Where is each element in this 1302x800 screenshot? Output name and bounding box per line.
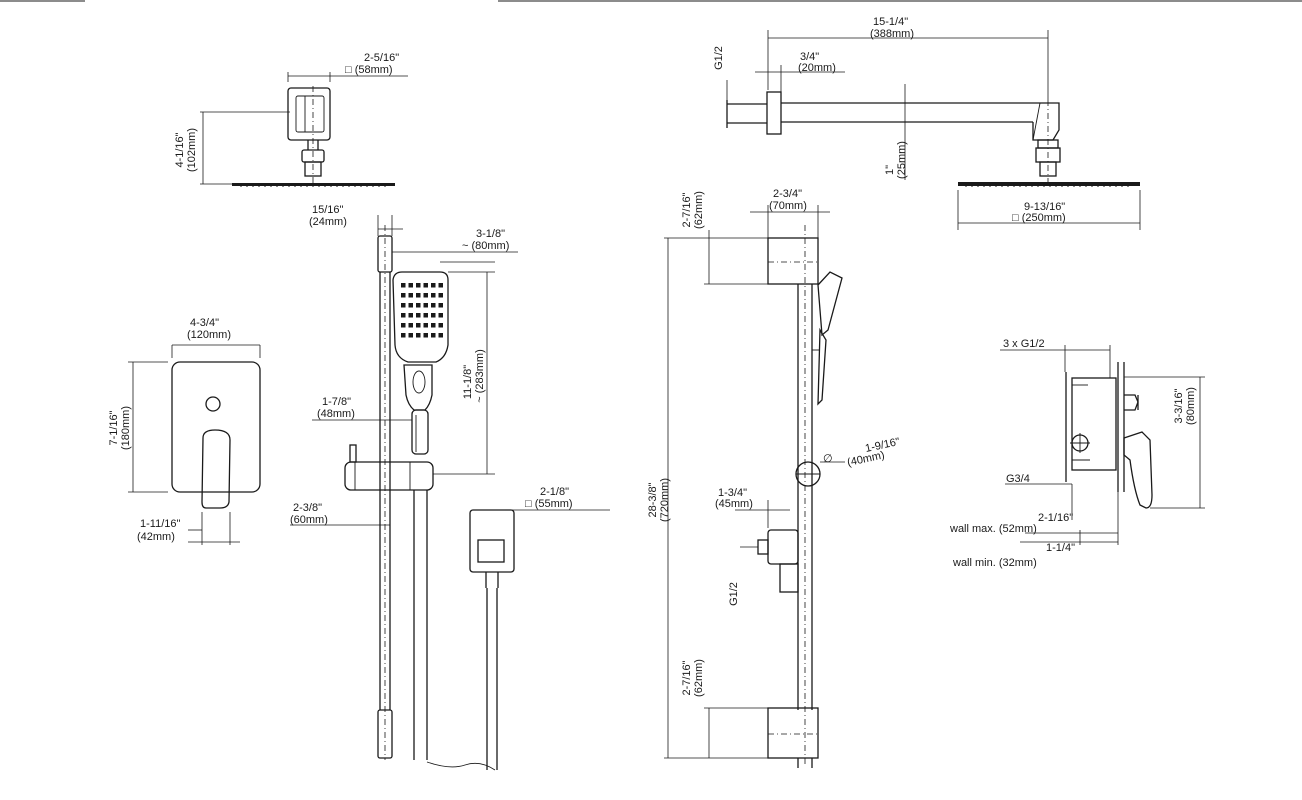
spray-nozzle — [416, 303, 421, 308]
dim-arm-len-mm: (388mm) — [870, 28, 914, 40]
dim-wall-min-mm: wall min. (32mm) — [952, 557, 1037, 569]
spray-nozzle — [423, 323, 428, 328]
dim-head-w-mm: □ (250mm) — [1012, 212, 1066, 224]
dim-trim-h-in: 7-1/16" — [108, 410, 120, 445]
spray-nozzle — [416, 323, 421, 328]
dim-bot-bracket-h-mm: (62mm) — [693, 659, 705, 697]
dim-hand-h-in: 11-1/8" — [462, 365, 474, 399]
dim-arm-drop-mm: (25mm) — [896, 141, 908, 179]
spray-nozzle — [438, 333, 443, 338]
dim-valve-depth-mm: (80mm) — [1185, 387, 1197, 425]
dim-total-h-in: 28-3/8" — [647, 482, 659, 517]
spray-nozzle — [431, 333, 436, 338]
spray-nozzle — [431, 303, 436, 308]
dim-slider-in: 2-3/8" — [293, 502, 322, 514]
spray-nozzle — [416, 333, 421, 338]
spray-nozzle — [431, 283, 436, 288]
head-side-view — [200, 72, 408, 187]
spray-nozzle — [408, 293, 413, 298]
dim-bar-w-in: 15/16" — [312, 204, 344, 216]
valve-inlet-label: G3/4 — [1006, 473, 1030, 485]
dim-elbow-in: 2-1/8" — [540, 486, 569, 498]
arm-thread-label: G1/2 — [713, 46, 725, 70]
dim-holder-dia-mm: (40mm) — [846, 449, 886, 469]
spray-nozzle — [416, 283, 421, 288]
dim-top-bracket-h-mm: (62mm) — [693, 191, 705, 229]
dim-elbow-mm: □ (55mm) — [525, 498, 573, 510]
dim-elbow-depth-mm: (45mm) — [715, 498, 753, 510]
dim-head-side-w-mm: □ (58mm) — [345, 64, 393, 76]
spray-nozzle — [408, 323, 413, 328]
valve-ports-label: 3 x G1/2 — [1003, 338, 1045, 350]
dim-arm-drop-in: 1" — [884, 165, 896, 175]
spray-nozzle — [423, 293, 428, 298]
spray-nozzle — [431, 313, 436, 318]
trim-plate-view — [128, 344, 261, 545]
dim-hand-handle-in: 1-7/8" — [322, 396, 351, 408]
dim-hand-h-mm: ~ (283mm) — [474, 349, 486, 403]
spray-nozzle — [438, 283, 443, 288]
spray-nozzle — [401, 283, 406, 288]
hand-shower-spray-holes — [401, 283, 443, 338]
spray-nozzle — [423, 313, 428, 318]
dim-head-side-h-mm: (102mm) — [186, 128, 198, 172]
spray-nozzle — [408, 333, 413, 338]
dim-bot-bracket-h-in: 2-7/16" — [681, 660, 693, 695]
dim-slider-mm: (60mm) — [290, 514, 328, 526]
spray-nozzle — [423, 303, 428, 308]
slide-bar-side-view — [664, 205, 845, 768]
spray-nozzle — [416, 313, 421, 318]
spray-nozzle — [408, 283, 413, 288]
dim-arm-flange-in: 3/4" — [800, 51, 819, 63]
spray-nozzle — [431, 323, 436, 328]
shower-arm-view — [726, 30, 1141, 230]
dim-hand-handle-mm: (48mm) — [317, 408, 355, 420]
spray-nozzle — [438, 293, 443, 298]
dim-hand-w-in: 3-1/8" — [476, 228, 505, 240]
spray-nozzle — [423, 283, 428, 288]
dim-bar-w-mm: (24mm) — [309, 216, 347, 228]
spray-nozzle — [401, 323, 406, 328]
spray-nozzle — [401, 293, 406, 298]
dim-bracket-w-in: 2-3/4" — [773, 188, 802, 200]
spray-nozzle — [438, 323, 443, 328]
dim-arm-len-in: 15-1/4" — [873, 16, 908, 28]
dim-head-side-h-in: 4-1/16" — [174, 132, 186, 167]
dim-top-bracket-h-in: 2-7/16" — [681, 192, 693, 227]
spray-nozzle — [408, 313, 413, 318]
dim-trim-lever-mm: (42mm) — [137, 531, 175, 543]
dim-wall-min-in: 1-1/4" — [1046, 542, 1075, 554]
dim-arm-flange-mm: (20mm) — [798, 62, 836, 74]
dim-hand-w-mm: ~ (80mm) — [462, 240, 509, 252]
dim-elbow-depth-in: 1-3/4" — [718, 487, 747, 499]
spray-nozzle — [401, 313, 406, 318]
spray-nozzle — [408, 303, 413, 308]
spray-nozzle — [416, 293, 421, 298]
dim-bracket-w-mm: (70mm) — [769, 200, 807, 212]
dim-head-w-in: 9-13/16" — [1024, 201, 1065, 213]
dim-trim-w-in: 4-3/4" — [190, 317, 219, 329]
spray-nozzle — [431, 293, 436, 298]
spray-nozzle — [401, 303, 406, 308]
dim-trim-lever-in: 1-11/16" — [140, 518, 180, 530]
dim-head-side-w-in: 2-5/16" — [364, 52, 399, 64]
spray-nozzle — [401, 333, 406, 338]
dim-wall-max-mm: wall max. (52mm) — [949, 523, 1037, 535]
diameter-symbol: ∅ — [823, 453, 833, 465]
dim-wall-max-in: 2-1/16" — [1038, 512, 1073, 524]
dim-total-h-mm: (720mm) — [659, 478, 671, 522]
dim-valve-depth-in: 3-3/16" — [1173, 388, 1185, 423]
valve-side-view — [1000, 345, 1205, 545]
dim-trim-w-mm: (120mm) — [187, 329, 231, 341]
slide-bar-view — [290, 215, 610, 771]
spray-nozzle — [438, 303, 443, 308]
dim-trim-h-mm: (180mm) — [120, 406, 132, 450]
spray-nozzle — [438, 313, 443, 318]
spray-nozzle — [423, 333, 428, 338]
elbow-thread-label: G1/2 — [728, 582, 740, 606]
